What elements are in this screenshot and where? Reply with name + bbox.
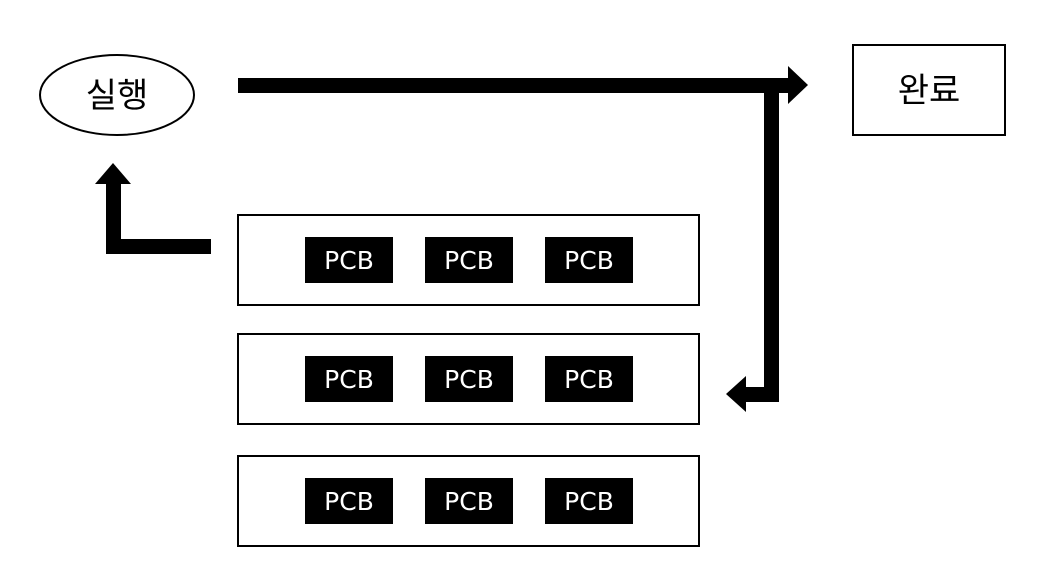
pcb-label: PCB bbox=[324, 365, 374, 394]
pcb-block bbox=[545, 237, 633, 283]
pcb-queue: PCB PCB PCB PCB PCB PCB PCB PCB PCB bbox=[237, 214, 700, 547]
done-box bbox=[852, 44, 1006, 136]
pcb-block bbox=[305, 356, 393, 402]
arrow-running-to-done-shaft bbox=[238, 78, 794, 93]
arrow-queue-to-running-horizontal bbox=[106, 239, 211, 254]
arrow-to-waiting-queue bbox=[726, 86, 779, 412]
arrow-to-waiting-queue-horizontal bbox=[742, 387, 779, 402]
pcb-label: PCB bbox=[564, 246, 614, 275]
done-label: 완료 bbox=[898, 71, 961, 111]
pcb-block bbox=[305, 237, 393, 283]
running-node: 실행 bbox=[39, 54, 195, 136]
pcb-label: PCB bbox=[444, 487, 494, 516]
running-ellipse bbox=[39, 54, 195, 136]
pcb-block bbox=[425, 237, 513, 283]
pcb-label: PCB bbox=[564, 365, 614, 394]
arrow-running-to-done-head bbox=[788, 66, 808, 104]
pcb-block bbox=[425, 478, 513, 524]
arrow-queue-to-running-head bbox=[95, 163, 131, 184]
pcb-block bbox=[425, 356, 513, 402]
arrow-queue-to-running bbox=[95, 163, 211, 254]
pcb-block bbox=[545, 356, 633, 402]
pcb-label: PCB bbox=[324, 487, 374, 516]
done-node: 완료 bbox=[852, 44, 1006, 136]
queue-row: PCB PCB PCB bbox=[237, 333, 700, 425]
pcb-label: PCB bbox=[444, 365, 494, 394]
pcb-label: PCB bbox=[444, 246, 494, 275]
pcb-label: PCB bbox=[324, 246, 374, 275]
pcb-block bbox=[305, 478, 393, 524]
queue-row: PCB PCB PCB bbox=[237, 214, 700, 306]
pcb-label: PCB bbox=[564, 487, 614, 516]
arrow-queue-to-running-vertical bbox=[106, 180, 121, 254]
queue-row: PCB PCB PCB bbox=[237, 455, 700, 547]
arrow-to-waiting-queue-vertical bbox=[764, 86, 779, 402]
running-label: 실행 bbox=[86, 76, 149, 116]
arrow-running-to-done bbox=[238, 66, 808, 104]
pcb-block bbox=[545, 478, 633, 524]
arrow-to-waiting-queue-head bbox=[726, 376, 746, 412]
